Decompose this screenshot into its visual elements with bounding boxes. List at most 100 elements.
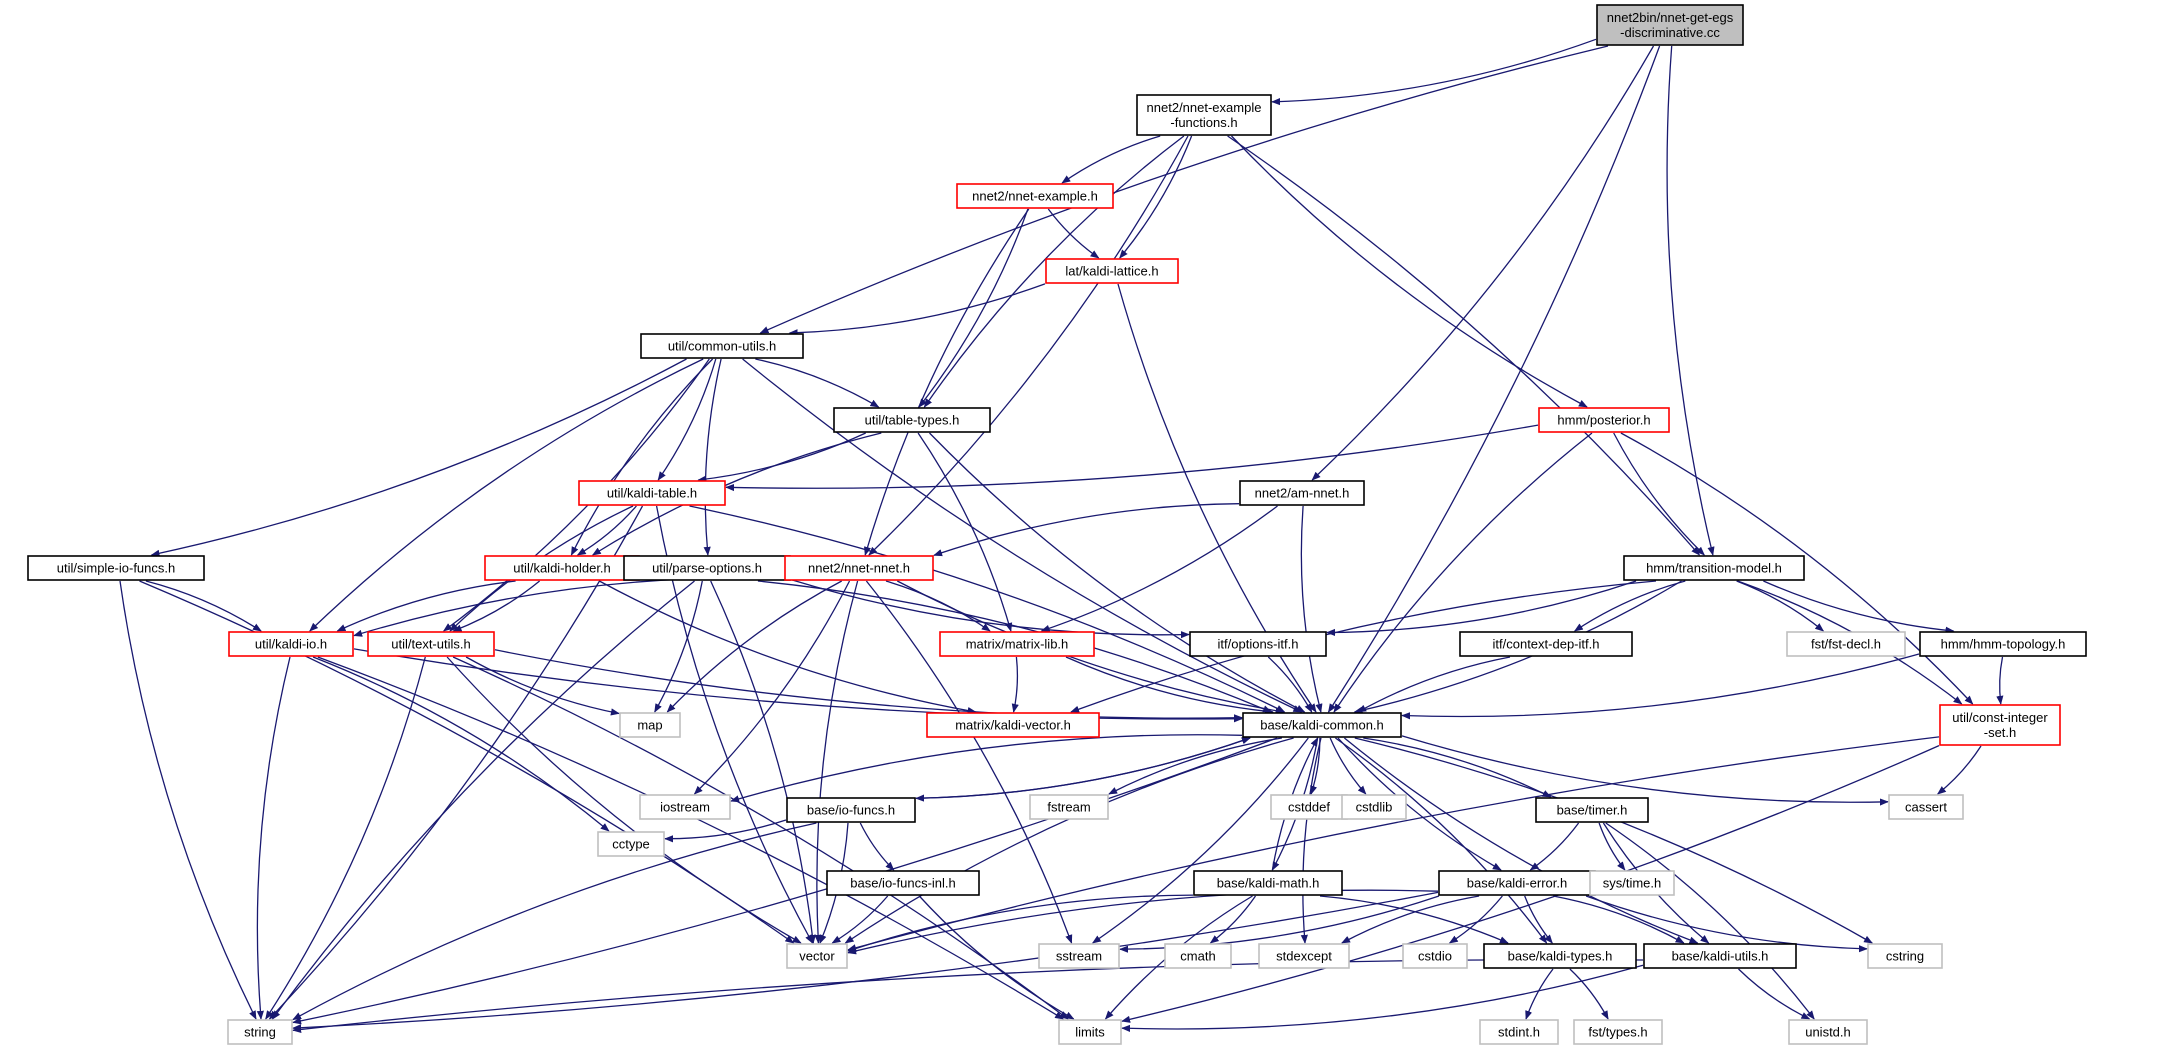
- node-fst_decl[interactable]: fst/fst-decl.h: [1786, 631, 1906, 657]
- node-label: fst/fst-decl.h: [1811, 637, 1881, 652]
- node-sys_time[interactable]: sys/time.h: [1589, 870, 1675, 896]
- edge-posterior-to-kaldi_table: [725, 424, 1539, 492]
- node-nnet_example[interactable]: nnet2/nnet-example.h: [956, 183, 1114, 209]
- node-label: unistd.h: [1805, 1025, 1851, 1040]
- edge-parse_options-to-string: [271, 580, 695, 1020]
- node-hmm_topology[interactable]: hmm/hmm-topology.h: [1919, 631, 2087, 657]
- edge-transition_model-to-fst_decl: [1736, 580, 1825, 632]
- node-kaldi_common[interactable]: base/kaldi-common.h: [1242, 712, 1402, 738]
- node-label: util/table-types.h: [865, 413, 960, 428]
- node-posterior[interactable]: hmm/posterior.h: [1538, 407, 1670, 433]
- edge-common_utils-to-kaldi_table: [657, 358, 717, 481]
- node-io_funcs[interactable]: base/io-funcs.h: [786, 797, 916, 823]
- node-box: [1258, 943, 1350, 969]
- edge-kaldi_io-to-string: [256, 656, 291, 1020]
- node-string[interactable]: string: [227, 1019, 293, 1045]
- node-fstream[interactable]: fstream: [1029, 794, 1109, 820]
- node-cstdio[interactable]: cstdio: [1402, 943, 1468, 969]
- edge-kaldi_common-to-vector: [844, 737, 1294, 944]
- node-context_dep_itf[interactable]: itf/context-dep-itf.h: [1459, 631, 1633, 657]
- node-cctype[interactable]: cctype: [597, 831, 665, 857]
- node-cassert[interactable]: cassert: [1888, 794, 1964, 820]
- dependency-nodes: nnet2bin/nnet-get-egs-discriminative.cc n…: [27, 4, 2087, 1045]
- node-kaldi_math[interactable]: base/kaldi-math.h: [1193, 870, 1343, 896]
- node-kaldi_lattice[interactable]: lat/kaldi-lattice.h: [1045, 258, 1179, 284]
- node-kaldi_io[interactable]: util/kaldi-io.h: [228, 631, 354, 657]
- node-simple_io_funcs[interactable]: util/simple-io-funcs.h: [27, 555, 205, 581]
- node-label: sstream: [1056, 949, 1102, 964]
- node-transition_model[interactable]: hmm/transition-model.h: [1623, 555, 1805, 581]
- edge-kaldi_lattice-to-common_utils: [788, 283, 1046, 337]
- node-parse_options[interactable]: util/parse-options.h: [623, 555, 791, 581]
- edge-table_types-to-kaldi_table: [697, 432, 866, 483]
- node-nnet_nnet[interactable]: nnet2/nnet-nnet.h: [784, 555, 934, 581]
- node-table_types[interactable]: util/table-types.h: [833, 407, 991, 433]
- node-kaldi_table[interactable]: util/kaldi-table.h: [578, 480, 726, 506]
- node-cmath[interactable]: cmath: [1164, 943, 1232, 969]
- node-limits[interactable]: limits: [1058, 1019, 1122, 1045]
- node-kaldi_holder[interactable]: util/kaldi-holder.h: [484, 555, 640, 581]
- node-options_itf[interactable]: itf/options-itf.h: [1189, 631, 1327, 657]
- edge-kaldi_common-to-timer: [1363, 737, 1552, 798]
- node-unistd[interactable]: unistd.h: [1788, 1019, 1868, 1045]
- edge-kaldi_error-to-stdexcept: [1341, 895, 1480, 944]
- node-map[interactable]: map: [619, 712, 681, 738]
- node-root[interactable]: nnet2bin/nnet-get-egs-discriminative.cc: [1596, 4, 1744, 46]
- node-label: lat/kaldi-lattice.h: [1065, 264, 1158, 279]
- edge-kaldi_types-to-fst_types: [1569, 968, 1609, 1020]
- node-box: [1538, 407, 1670, 433]
- edge-timer-to-sys_time: [1598, 822, 1626, 871]
- edge-nnet_nnet-to-sstream: [865, 580, 1073, 944]
- node-cstddef[interactable]: cstddef: [1270, 794, 1348, 820]
- edge-options_itf-to-kaldi_common: [1267, 656, 1313, 713]
- edge-kaldi_table-to-kaldi_holder: [576, 505, 637, 556]
- edge-nnet_nnet-to-vector: [814, 580, 859, 944]
- node-label: cstring: [1886, 949, 1924, 964]
- node-box: [833, 407, 991, 433]
- node-iostream[interactable]: iostream: [639, 794, 731, 820]
- edge-nnet_example-to-table_types: [918, 208, 1029, 408]
- edge-kaldi_utils-to-unistd: [1738, 968, 1811, 1020]
- node-box: [367, 631, 495, 657]
- node-stdint[interactable]: stdint.h: [1479, 1019, 1559, 1045]
- node-label: util/simple-io-funcs.h: [57, 561, 176, 576]
- node-fst_types[interactable]: fst/types.h: [1573, 1019, 1663, 1045]
- edge-transition_model-to-kaldi_common: [1353, 580, 1682, 714]
- node-nnet_example_functions[interactable]: nnet2/nnet-example-functions.h: [1136, 94, 1272, 136]
- node-const_integer_set[interactable]: util/const-integer-set.h: [1939, 704, 2061, 746]
- node-box: [1402, 943, 1468, 969]
- node-label: iostream: [660, 800, 710, 815]
- node-matrix_lib[interactable]: matrix/matrix-lib.h: [939, 631, 1095, 657]
- edge-kaldi_common-to-cstdlib: [1329, 737, 1367, 795]
- node-label: base/timer.h: [1557, 803, 1628, 818]
- node-text_utils[interactable]: util/text-utils.h: [367, 631, 495, 657]
- node-kaldi_error[interactable]: base/kaldi-error.h: [1438, 870, 1596, 896]
- node-kaldi_types[interactable]: base/kaldi-types.h: [1483, 943, 1637, 969]
- node-cstring[interactable]: cstring: [1867, 943, 1943, 969]
- edge-nnet_example-to-kaldi_lattice: [1047, 208, 1100, 259]
- node-sstream[interactable]: sstream: [1038, 943, 1120, 969]
- node-common_utils[interactable]: util/common-utils.h: [640, 333, 804, 359]
- node-io_funcs_inl[interactable]: base/io-funcs-inl.h: [826, 870, 980, 896]
- edge-nnet_nnet-to-kaldi_common: [896, 580, 1285, 715]
- edge-am_nnet-to-matrix_lib: [1040, 505, 1278, 632]
- node-label: itf/options-itf.h: [1218, 637, 1299, 652]
- node-label: cstdio: [1418, 949, 1452, 964]
- node-kaldi_vector[interactable]: matrix/kaldi-vector.h: [926, 712, 1100, 738]
- edge-kaldi_common-to-kaldi_types: [1335, 737, 1548, 944]
- node-box: [1867, 943, 1943, 969]
- node-vector[interactable]: vector: [786, 943, 848, 969]
- node-label: fstream: [1047, 800, 1090, 815]
- edge-kaldi_error-to-kaldi_utils: [1553, 895, 1685, 944]
- node-cstdlib[interactable]: cstdlib: [1341, 794, 1407, 820]
- edge-matrix_lib-to-kaldi_common: [1065, 656, 1274, 715]
- edge-io_funcs_inl-to-limits: [918, 895, 1075, 1020]
- node-box: [623, 555, 791, 581]
- edge-nnet_nnet-to-kaldi_io: [353, 576, 785, 637]
- edge-text_utils-to-vector: [446, 656, 802, 944]
- node-am_nnet[interactable]: nnet2/am-nnet.h: [1239, 480, 1365, 506]
- edge-const_integer_set-to-vector: [847, 736, 1940, 952]
- node-stdexcept[interactable]: stdexcept: [1258, 943, 1350, 969]
- node-timer[interactable]: base/timer.h: [1535, 797, 1649, 823]
- node-kaldi_utils[interactable]: base/kaldi-utils.h: [1643, 943, 1797, 969]
